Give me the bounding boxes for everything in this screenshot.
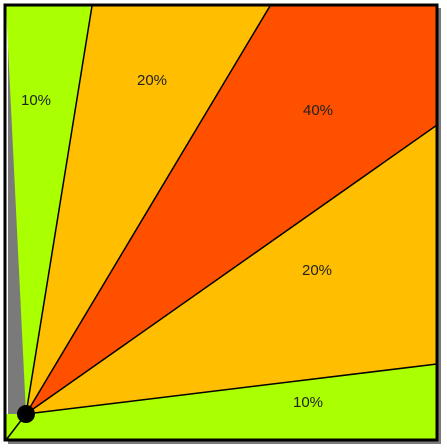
sector-label-5: 10% <box>293 394 323 411</box>
sector-3 <box>26 6 437 414</box>
sector-1 <box>6 6 92 414</box>
divider-line-2 <box>25 5 271 415</box>
sector-label-1: 10% <box>21 92 51 109</box>
divider-line-4 <box>25 363 438 415</box>
sector-5 <box>6 364 437 440</box>
divider-line-1 <box>25 5 93 415</box>
sector-label-4: 20% <box>302 262 332 279</box>
sector-label-3: 40% <box>303 102 333 119</box>
divider-line-3 <box>25 124 438 415</box>
sector-label-2: 20% <box>137 72 167 89</box>
outer-border <box>3 3 439 442</box>
origin-dot-icon <box>17 405 35 423</box>
